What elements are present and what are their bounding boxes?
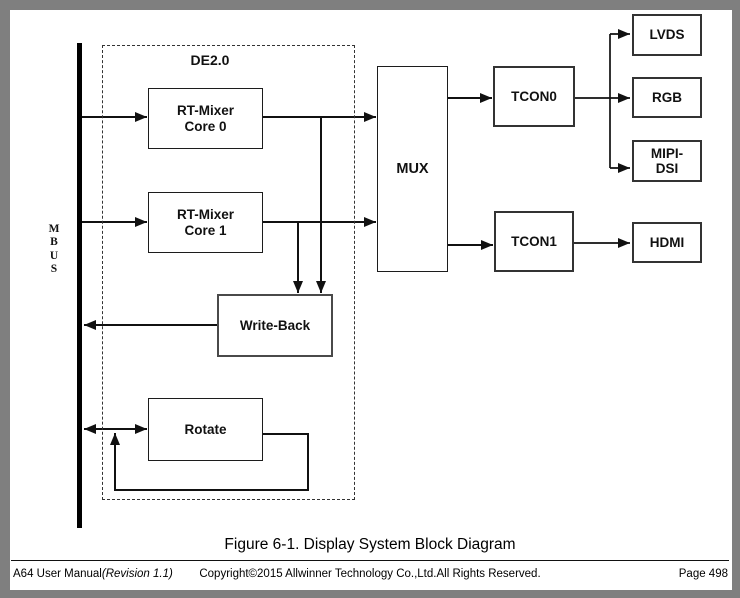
block-mipi-dsi: MIPI- DSI [632,140,702,182]
footer-revision: (Revision 1.1) [101,568,173,580]
footer-page-number: Page 498 [678,568,728,580]
block-label: RGB [652,89,682,105]
block-label: Rotate [184,421,227,437]
block-tcon1: TCON1 [494,211,574,272]
block-lvds: LVDS [632,14,702,56]
de2-group-box [102,45,355,500]
block-rt-mixer-core1: RT-Mixer Core 1 [148,192,263,253]
block-label: HDMI [649,234,685,250]
mbus-letter-s: S [50,262,58,275]
block-label: DSI [655,161,679,176]
footer-manual-title: A64 User Manual(Revision 1.1) [13,568,173,580]
block-rotate: Rotate [148,398,263,461]
block-label: RT-Mixer [176,206,234,222]
document-page [10,10,732,590]
block-label: LVDS [649,27,685,42]
block-hdmi: HDMI [632,222,702,263]
block-label: Core 1 [184,222,227,238]
mbus-letter-b: B [50,236,58,249]
block-label: MIPI- [650,146,684,161]
footer-rule [11,560,729,561]
block-label: Write-Back [239,317,311,333]
footer-manual-name: A64 User Manual [13,568,102,580]
block-rgb: RGB [632,77,702,118]
block-label: TCON0 [511,88,557,104]
block-tcon0: TCON0 [493,66,575,127]
block-write-back: Write-Back [217,294,333,357]
figure-caption: Figure 6-1. Display System Block Diagram [224,536,516,553]
block-label: Core 0 [184,118,227,134]
mbus-label: M B U S [42,223,66,276]
footer-copyright: Copyright©2015 Allwinner Technology Co.,… [199,568,541,580]
arrow-rotate-feedback-loop [110,433,309,491]
block-label: TCON1 [511,233,557,249]
block-mux: MUX [377,66,448,272]
block-rt-mixer-core0: RT-Mixer Core 0 [148,88,263,149]
de2-group-label: DE2.0 [190,52,230,68]
block-label: RT-Mixer [176,102,234,118]
mbus-bus-bar [77,43,82,528]
block-label: MUX [396,161,429,177]
mbus-letter-m: M [48,223,60,235]
mbus-letter-u: U [49,249,59,262]
